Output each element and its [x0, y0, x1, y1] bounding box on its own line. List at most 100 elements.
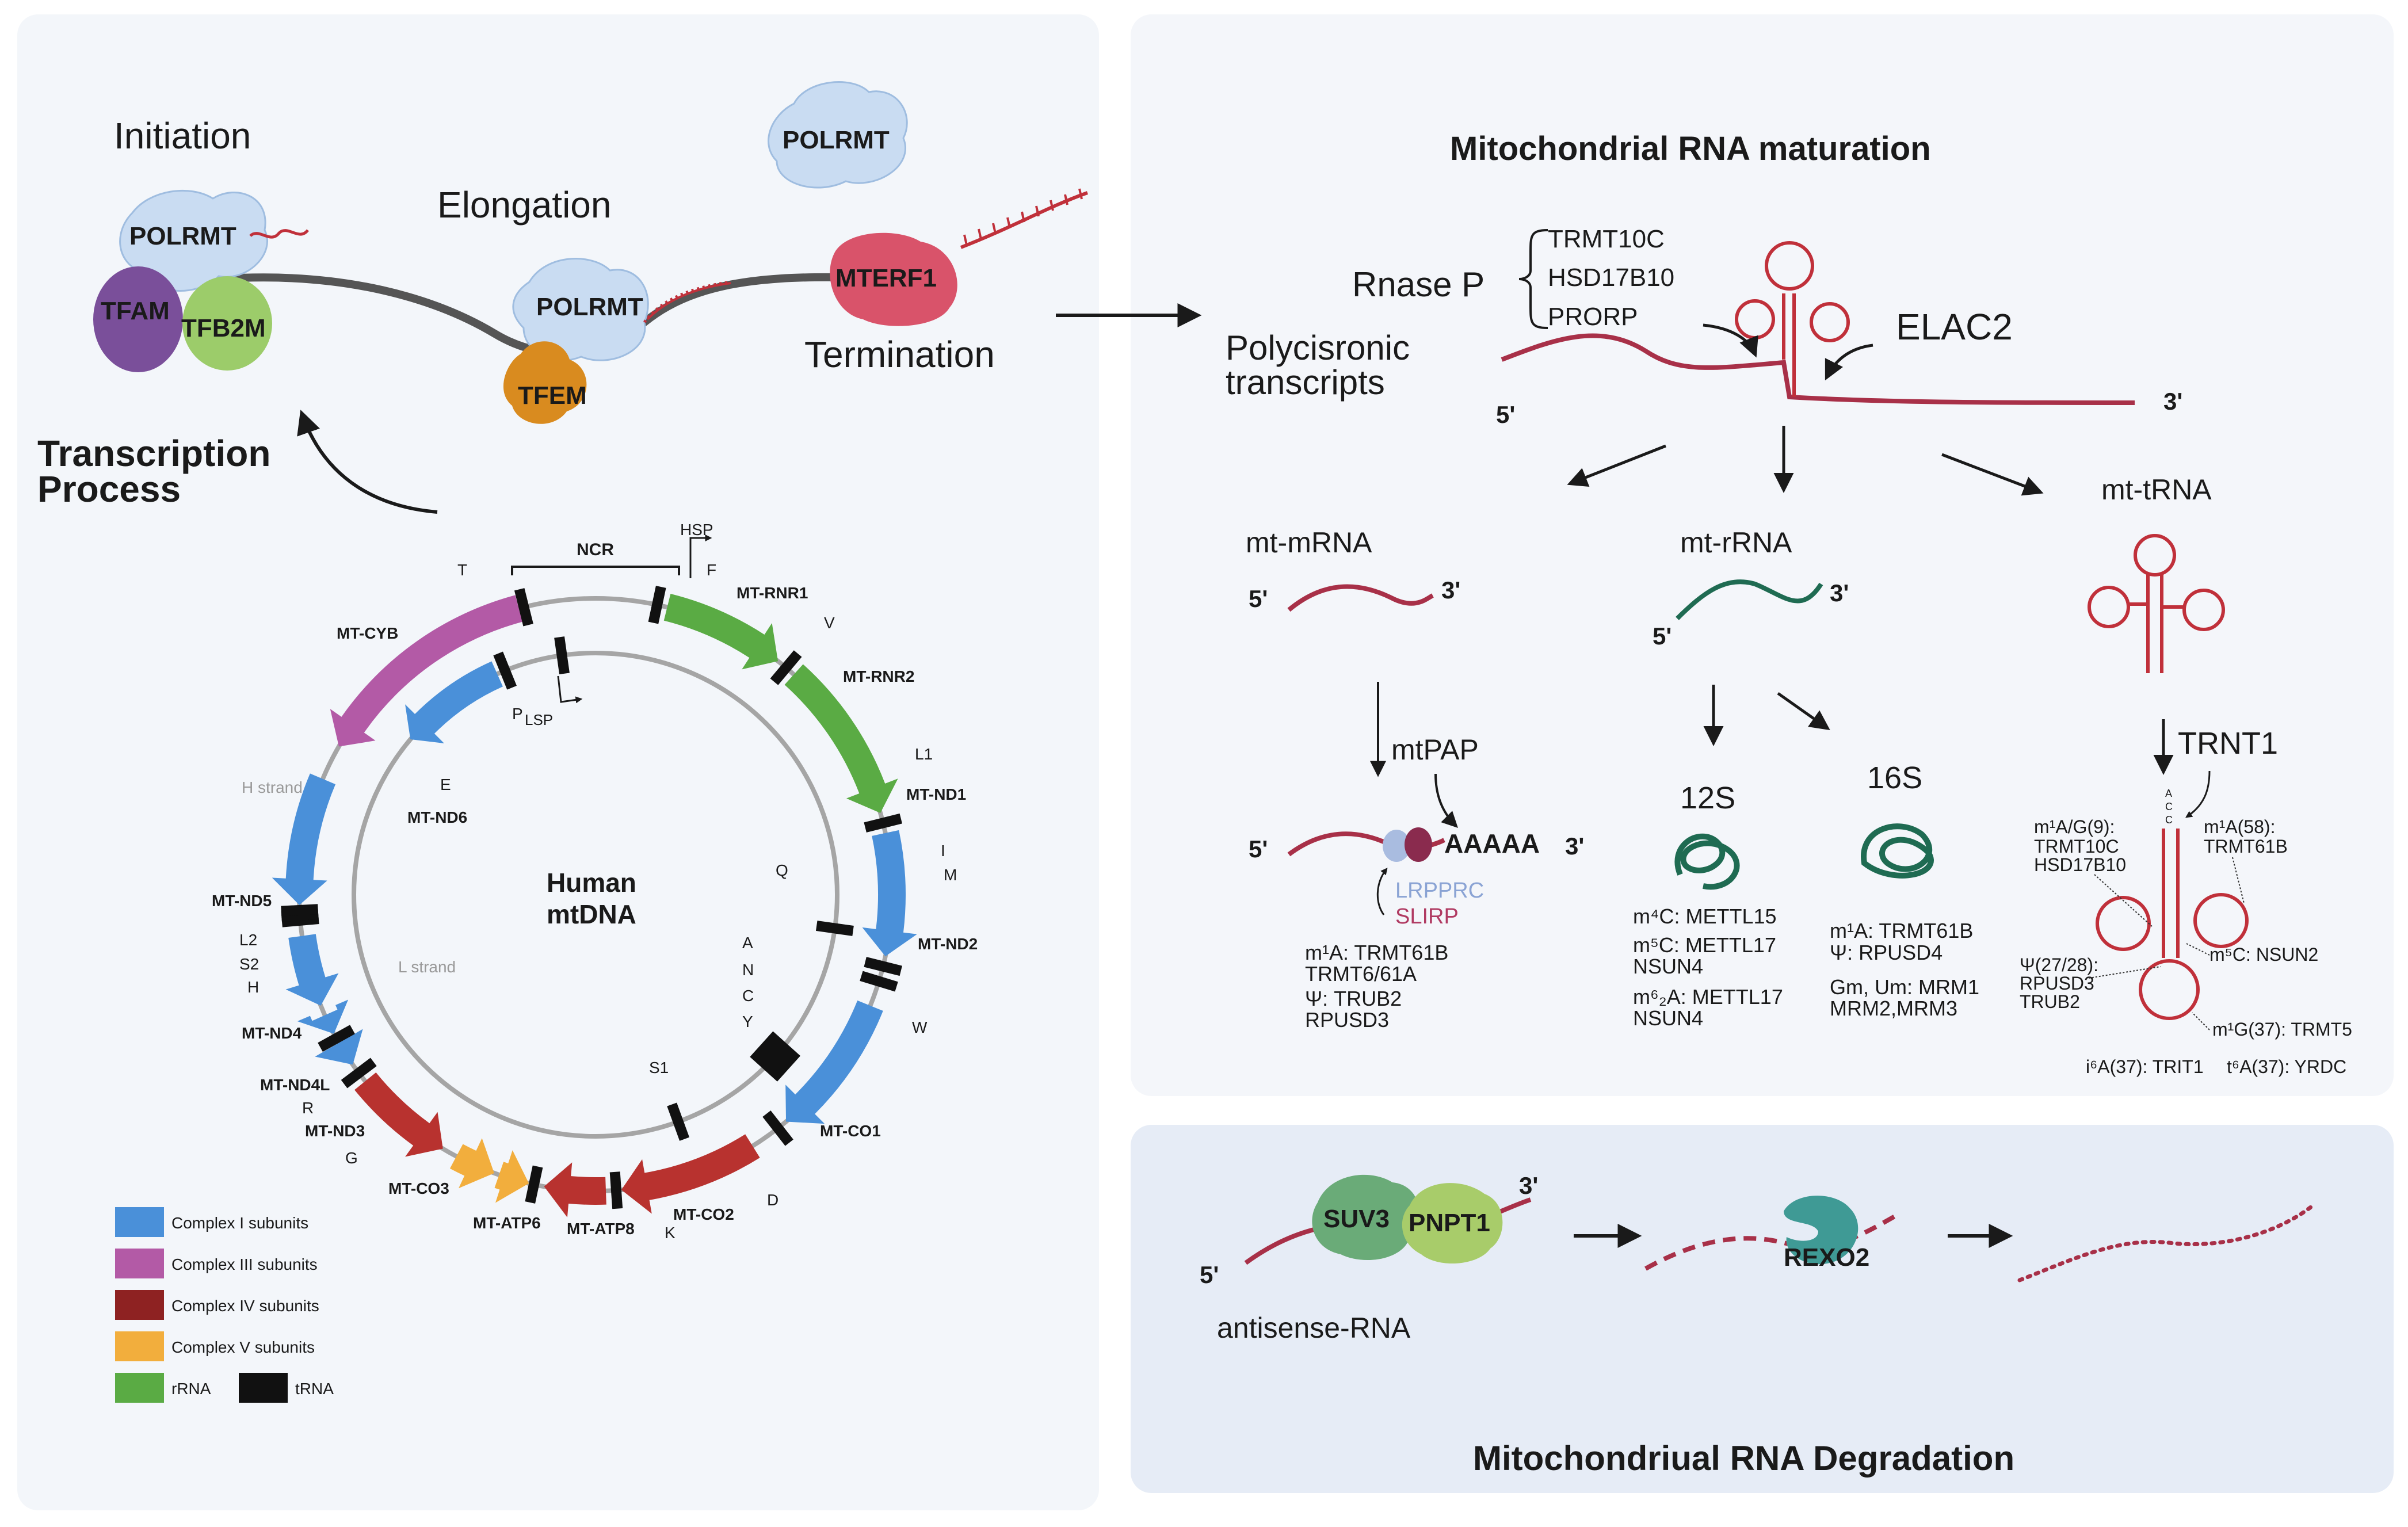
trnt1-label: TRNT1 — [2178, 726, 2278, 761]
trna-marker-r — [318, 1025, 355, 1052]
mt-trna-label: mt-tRNA — [2101, 474, 2212, 506]
rna-strand-elongation — [646, 282, 731, 320]
gene-label-co2: MT-CO2 — [673, 1205, 734, 1223]
mrna-mod-1: m¹A: TRMT61B — [1305, 941, 1448, 964]
polycistronic-line2: transcripts — [1226, 363, 1385, 402]
legend-label-rrna: rRNA — [171, 1380, 211, 1398]
gene-arc-nd4 — [285, 934, 339, 1006]
tfem-protein — [503, 341, 587, 424]
poly-three-prime: 3' — [2163, 388, 2182, 415]
tfam-protein — [93, 266, 183, 372]
gene-arc-nd1 — [862, 830, 917, 957]
gene-arc-atp8 — [494, 1150, 529, 1203]
trna-label-e: E — [440, 776, 451, 793]
trna-marker-e — [493, 651, 517, 690]
mod-16s-3: Gm, Um: MRM1 — [1830, 975, 1979, 999]
rnase-p-member-1: TRMT10C — [1548, 225, 1665, 253]
elongation-complex — [503, 258, 731, 424]
rrna-three-prime: 3' — [1830, 579, 1849, 606]
trna-label-s1: S1 — [649, 1059, 669, 1076]
trna-label-v: V — [824, 614, 835, 632]
rexo2-protein — [1784, 1196, 1859, 1265]
trna-label-h: H — [247, 978, 259, 996]
trna-mod-m1g: m¹G(37): TRMT5 — [2212, 1019, 2352, 1040]
gene-label-co3: MT-CO3 — [388, 1179, 449, 1197]
trna-marker-f — [648, 586, 666, 624]
slirp-label: SLIRP — [1395, 904, 1459, 929]
gene-arc-nd5 — [272, 773, 336, 905]
legend-swatch-complex4 — [115, 1290, 164, 1320]
gene-arc-atp6 — [449, 1138, 494, 1189]
legend-label-trna: tRNA — [295, 1380, 334, 1398]
trna-markers — [281, 586, 902, 1209]
gene-label-atp8: MT-ATP8 — [567, 1220, 635, 1238]
trna-mod-psi-3: TRUB2 — [2020, 991, 2080, 1012]
deg-three-prime: 3' — [1519, 1172, 1538, 1199]
mtdna-center-line1: Human — [547, 868, 636, 898]
mt-trna-shape — [2088, 534, 2225, 673]
trna-label-s2: S2 — [239, 955, 259, 973]
mterf1-label: MTERF1 — [835, 264, 937, 292]
hsp-label: HSP — [680, 521, 713, 539]
trna-marker-i — [864, 957, 902, 976]
legend-swatch-complex5 — [115, 1331, 164, 1361]
mod-12s-5: NSUN4 — [1633, 1006, 1703, 1030]
trna-label-m: M — [944, 866, 957, 884]
l-strand-circle — [352, 651, 839, 1139]
trna-marker-s1 — [667, 1102, 690, 1141]
gene-label-nd5: MT-ND5 — [212, 892, 272, 910]
mrna-three-prime: 3' — [1441, 577, 1460, 604]
pnpt1-protein — [1402, 1183, 1503, 1264]
gene-arc-co1 — [621, 1134, 760, 1214]
mod-12s-4: m⁶₂A: METTL17 — [1633, 985, 1783, 1009]
trna-label-r: R — [302, 1099, 314, 1117]
gene-arc-co2 — [544, 1162, 606, 1217]
mt-mrna-strand — [1287, 584, 1434, 612]
pnpt1-label: PNPT1 — [1409, 1209, 1490, 1237]
transcription-process-line1: Transcription — [37, 433, 270, 474]
mtdna-center-line2: mtDNA — [547, 899, 636, 929]
gene-arcs — [272, 594, 917, 1217]
trna-mod-m1a-g9-2: TRMT10C — [2034, 836, 2119, 857]
elac2-label: ELAC2 — [1896, 306, 2013, 348]
tfem-label: TFEM — [518, 381, 587, 410]
fragmented-rna — [1644, 1212, 1900, 1271]
transcription-process-line2: Process — [37, 468, 181, 510]
rnase-p-member-3: PRORP — [1548, 303, 1638, 331]
legend-swatch-rrna — [115, 1373, 164, 1403]
gene-label-nd4l: MT-ND4L — [260, 1076, 330, 1094]
polycistronic-trna — [1735, 241, 1850, 397]
suv3-label: SUV3 — [1323, 1205, 1390, 1233]
polrmt-free — [768, 81, 908, 189]
legend-swatch-complex1 — [115, 1207, 164, 1237]
polrmt-elongation — [512, 258, 649, 361]
mod-12s-3: NSUN4 — [1633, 955, 1703, 978]
trna-mod-m5c: m⁵C: NSUN2 — [2209, 944, 2318, 965]
gene-label-atp6: MT-ATP6 — [473, 1214, 541, 1232]
label-16s: 16S — [1867, 761, 1922, 795]
transcription-panel — [17, 14, 1099, 1510]
legend-label-complex5: Complex V subunits — [171, 1338, 315, 1356]
trna-mod-m1a58-1: m¹A(58): — [2204, 816, 2275, 837]
gene-arc-rnr1 — [663, 594, 779, 670]
trna-marker-w — [762, 1110, 793, 1146]
trna-mod-psi-2: RPUSD3 — [2020, 973, 2094, 994]
l-strand-label: L strand — [398, 958, 456, 976]
lrpprc-pointer — [1376, 868, 1388, 915]
nascent-rna-initiation — [249, 229, 309, 239]
label-12s: 12S — [1680, 781, 1735, 815]
legend-label-complex3: Complex III subunits — [171, 1255, 318, 1273]
elac2-cleavage-arrow — [1825, 343, 1873, 381]
degraded-rna-fragments — [2017, 1203, 2315, 1282]
trna-marker-t — [514, 588, 533, 627]
antisense-rna-label: antisense-RNA — [1217, 1312, 1411, 1344]
released-rna — [960, 191, 1089, 249]
trna-marker-p — [554, 636, 570, 675]
trna-marker-l2 — [281, 904, 319, 917]
tfam-label: TFAM — [101, 297, 170, 325]
trna-marker-v — [770, 650, 802, 685]
polrmt-initiation-label: POLRMT — [129, 222, 236, 250]
deg-five-prime: 5' — [1200, 1261, 1219, 1288]
rnase-p-brace — [1518, 229, 1548, 329]
h-strand-label: H strand — [242, 778, 303, 796]
